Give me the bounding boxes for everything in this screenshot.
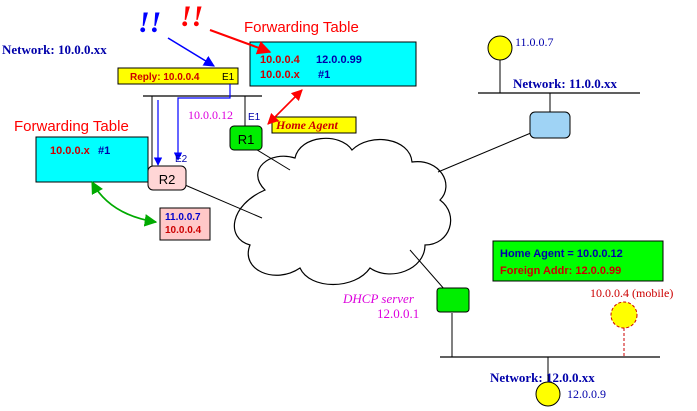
r2-forwarding-table: Forwarding Table 10.0.0.x #1 xyxy=(14,118,149,183)
r1-row1-next: 12.0.0.99 xyxy=(316,54,362,66)
registration-foreign-addr: Foreign Addr: 12.0.0.99 xyxy=(500,265,621,277)
dhcp-ip-label: 12.0.0.1 xyxy=(377,306,419,321)
attention-marks-red: !! xyxy=(180,0,203,33)
cloud-links xyxy=(184,129,539,291)
router-r1-label: R1 xyxy=(238,132,255,147)
r1-iface-label: E1 xyxy=(248,112,261,123)
router-r1[interactable]: R1 xyxy=(229,125,263,151)
packet-box: 11.0.0.7 10.0.0.4 xyxy=(159,207,211,241)
host-12-0-0-9[interactable] xyxy=(535,381,561,407)
home-agent-tag: Home Agent xyxy=(271,116,357,134)
registration-home-agent: Home Agent = 10.0.0.12 xyxy=(500,248,623,260)
network-10-bus xyxy=(143,95,262,168)
r1-table-title: Forwarding Table xyxy=(244,19,359,36)
network-12-label: Network: 12.0.0.xx xyxy=(490,370,595,385)
r2-iface-label: E2 xyxy=(175,154,188,165)
r2-row1-dest: 10.0.0.x xyxy=(50,145,91,157)
r1-forwarding-table: Forwarding Table 10.0.0.4 12.0.0.99 10.0… xyxy=(244,19,417,87)
home-agent-text: Home Agent xyxy=(275,118,339,132)
dhcp-server-label: DHCP server xyxy=(342,291,415,306)
router-r2[interactable]: R2 xyxy=(147,165,187,191)
packet-line2: 10.0.0.4 xyxy=(165,225,202,236)
mobile-host-label: 10.0.0.4 (mobile) xyxy=(590,286,673,300)
r2-table-title: Forwarding Table xyxy=(14,118,129,135)
mobile-host[interactable] xyxy=(610,301,638,329)
network-11-label: Network: 11.0.0.xx xyxy=(513,76,617,91)
r2-row1-next: #1 xyxy=(98,145,110,157)
reply-text: Reply: 10.0.0.4 xyxy=(130,72,200,83)
host-11-0-0-7[interactable] xyxy=(487,35,513,61)
router-r2-label: R2 xyxy=(159,172,176,187)
network-11-bus xyxy=(478,60,640,112)
registration-box: Home Agent = 10.0.0.12 Foreign Addr: 12.… xyxy=(492,240,664,282)
router-network-11[interactable] xyxy=(529,111,571,139)
arrows xyxy=(91,29,303,227)
r1-row2-dest: 10.0.0.x xyxy=(260,69,301,81)
network-12-bus xyxy=(440,313,660,382)
r1-row1-dest: 10.0.0.4 xyxy=(260,54,301,66)
r1-ip-label: 10.0.0.12 xyxy=(188,108,233,122)
r1-row2-next: #1 xyxy=(318,69,330,81)
attention-marks-blue: !! xyxy=(138,6,161,39)
packet-line1: 11.0.0.7 xyxy=(165,212,201,223)
host-11-0-0-7-label: 11.0.0.7 xyxy=(515,35,554,49)
internet-cloud xyxy=(233,137,452,286)
reply-box: Reply: 10.0.0.4 E1 xyxy=(117,67,239,85)
host-12-0-0-9-label: 12.0.0.9 xyxy=(567,387,606,401)
reply-iface: E1 xyxy=(222,72,235,83)
network-10-label: Network: 10.0.0.xx xyxy=(2,42,107,57)
dhcp-server-box[interactable] xyxy=(436,287,470,313)
